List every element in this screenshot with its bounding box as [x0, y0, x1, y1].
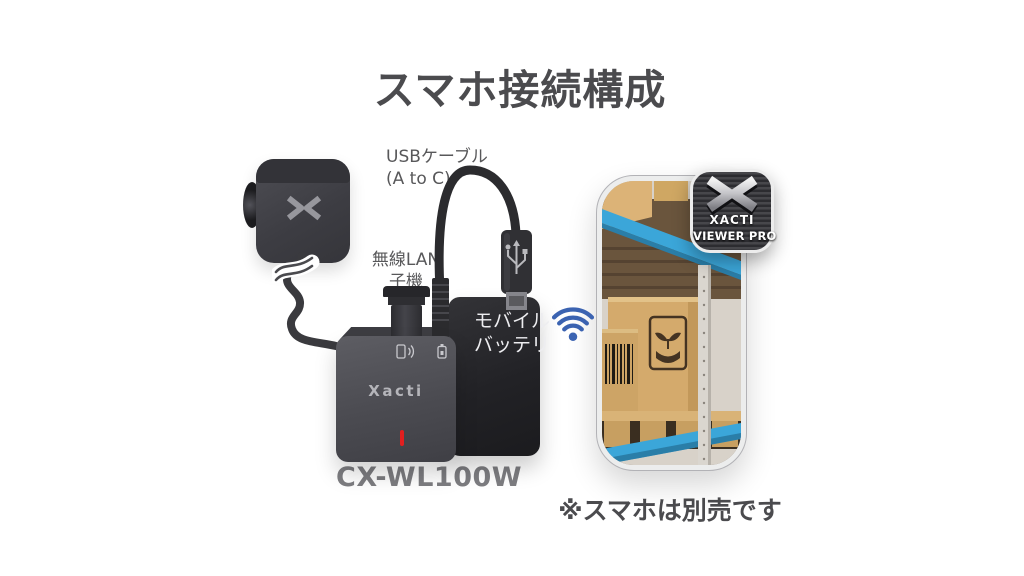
camera-cable — [272, 252, 355, 355]
shelf-post — [698, 265, 711, 465]
xacti-viewer-pro-app-icon: XACTI VIEWER PRO — [690, 169, 777, 253]
xacti-x-logo-icon — [286, 195, 322, 221]
camera-top-band — [256, 159, 350, 183]
power-indicator-light — [400, 430, 404, 446]
mobile-battery: モバイル バッテリ — [448, 297, 550, 456]
usb-a-connector — [501, 230, 532, 310]
cx-wl100w-device: Xacti — [336, 336, 456, 462]
device-model-label: CX-WL100W — [336, 462, 523, 493]
xacti-wordmark: Xacti — [368, 382, 424, 400]
wlan-dongle-collar — [388, 297, 425, 305]
xacti-x-icon — [706, 175, 758, 215]
usb-trident-icon — [505, 240, 528, 274]
barcode-box — [602, 329, 638, 421]
usb-cable — [432, 165, 532, 340]
app-product-label: VIEWER PRO — [693, 229, 777, 243]
xacti-camera — [256, 159, 350, 263]
app-brand-label: XACTI — [709, 213, 755, 227]
usb-c-connector — [432, 278, 449, 340]
page-title: スマホ接続構成 — [373, 66, 667, 114]
cable-break-icon — [272, 254, 320, 284]
wlan-dongle — [383, 286, 430, 297]
battery-status-icon — [437, 344, 447, 359]
usb-cable-label: USBケーブル (A to C) — [386, 147, 488, 189]
wifi-signal-icon — [551, 307, 595, 342]
note-label: ※スマホは別売です — [558, 496, 782, 525]
battery-label: モバイル バッテリ — [474, 310, 551, 356]
phone-signal-icon — [396, 344, 415, 359]
